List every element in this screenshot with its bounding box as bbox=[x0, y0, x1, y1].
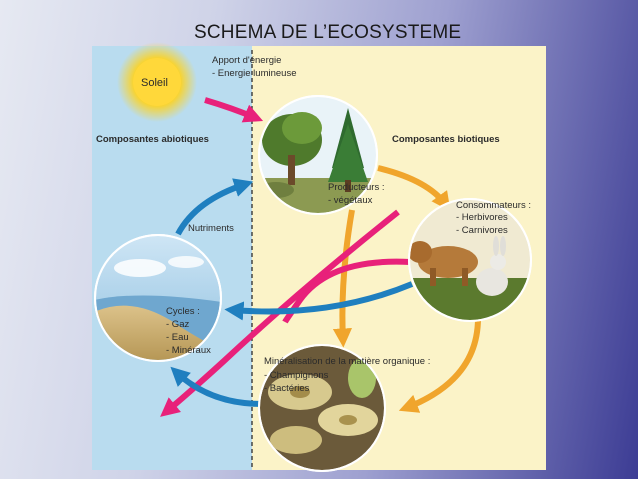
consumers-title: Consommateurs : bbox=[456, 200, 531, 211]
nutrient-arrow-mineralisation-cycles bbox=[170, 366, 263, 407]
energy-arrow-consumers-out bbox=[282, 258, 411, 324]
energy-arrow-producers-out bbox=[160, 209, 400, 417]
nutrient-arrow-consumers-cycles bbox=[224, 281, 414, 321]
nutrients-label: Nutriments bbox=[188, 223, 234, 234]
consumers-item-1: - Carnivores bbox=[456, 225, 508, 236]
mineralisation-item-1: - Bactéries bbox=[264, 383, 310, 394]
producers-item-0: - végétaux bbox=[328, 195, 373, 206]
matter-arrow-producers-mineralisation bbox=[332, 209, 355, 348]
energy-input-item: - Energie lumineuse bbox=[212, 68, 297, 79]
consumers-item-0: - Herbivores bbox=[456, 212, 508, 223]
cycles-title: Cycles : bbox=[166, 306, 200, 317]
energy-arrow-sun bbox=[204, 97, 264, 123]
cycles-item-1: - Eau bbox=[166, 332, 189, 343]
matter-arrow-consumers-mineralisation bbox=[398, 317, 481, 413]
slide-title: SCHEMA DE L’ECOSYSTEME bbox=[194, 22, 462, 43]
cycles-item-0: - Gaz bbox=[166, 319, 189, 330]
producers-circle bbox=[258, 95, 378, 215]
mineralisation-title: Minéralisation de la matière organique : bbox=[264, 356, 430, 367]
biotic-heading: Composantes biotiques bbox=[392, 134, 500, 145]
cycles-circle bbox=[94, 234, 222, 362]
consumers-circle bbox=[408, 198, 532, 322]
mineralisation-circle bbox=[258, 344, 386, 472]
food-arrow-producers-consumers bbox=[377, 165, 451, 212]
cycles-item-2: - Minéraux bbox=[166, 345, 211, 356]
energy-input-title: Apport d'énergie bbox=[212, 55, 281, 66]
sun-label: Soleil bbox=[141, 77, 168, 89]
nutrient-arrow-cycles-producers bbox=[175, 178, 254, 236]
mineralisation-item-0: - Champignons bbox=[264, 370, 329, 381]
producers-title: Producteurs : bbox=[328, 182, 385, 193]
abiotic-heading: Composantes abiotiques bbox=[96, 134, 209, 145]
